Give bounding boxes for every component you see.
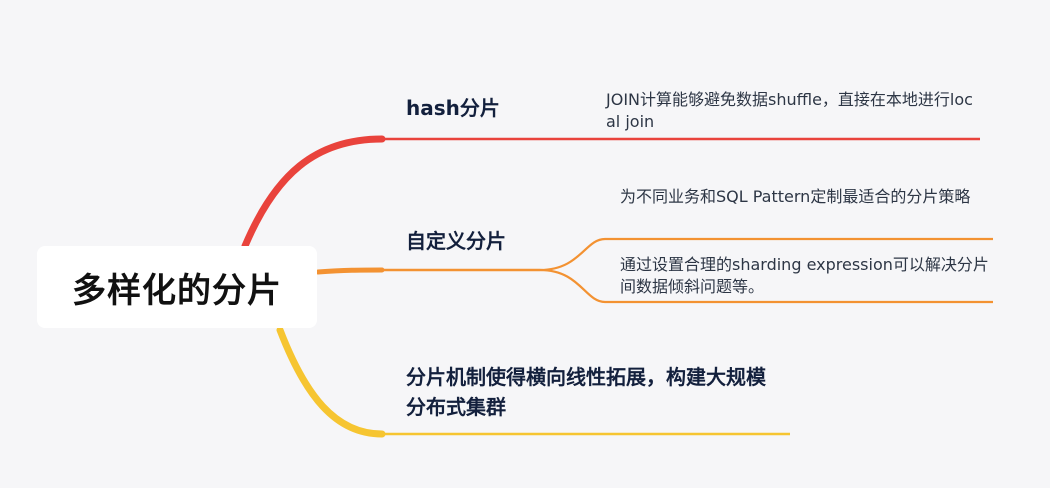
leaf-label-custom-1[interactable]: 为不同业务和SQL Pattern定制最适合的分片策略 (620, 187, 971, 206)
branch-connector-custom (315, 267, 385, 275)
branch-label-scale[interactable]: 分片机制使得横向线性拓展，构建大规模分布式集群 (406, 365, 766, 419)
leaf-label-hash-1[interactable]: JOIN计算能够避免数据shuffle，直接在本地进行local join (606, 90, 973, 131)
branch-connector-hash (241, 135, 386, 250)
branch-connector-scale (276, 326, 386, 438)
leaf-label-custom-2[interactable]: 通过设置合理的sharding expression可以解决分片间数据倾斜问题等… (620, 255, 989, 296)
root-title: 多样化的分片 (72, 270, 282, 311)
root-node[interactable]: 多样化的分片 (37, 246, 317, 328)
branch-label-hash[interactable]: hash分片 (406, 96, 500, 120)
connector-custom-leaf-2 (539, 268, 993, 304)
branch-label-custom[interactable]: 自定义分片 (406, 229, 506, 253)
connector-custom-leaf-1 (539, 237, 993, 272)
